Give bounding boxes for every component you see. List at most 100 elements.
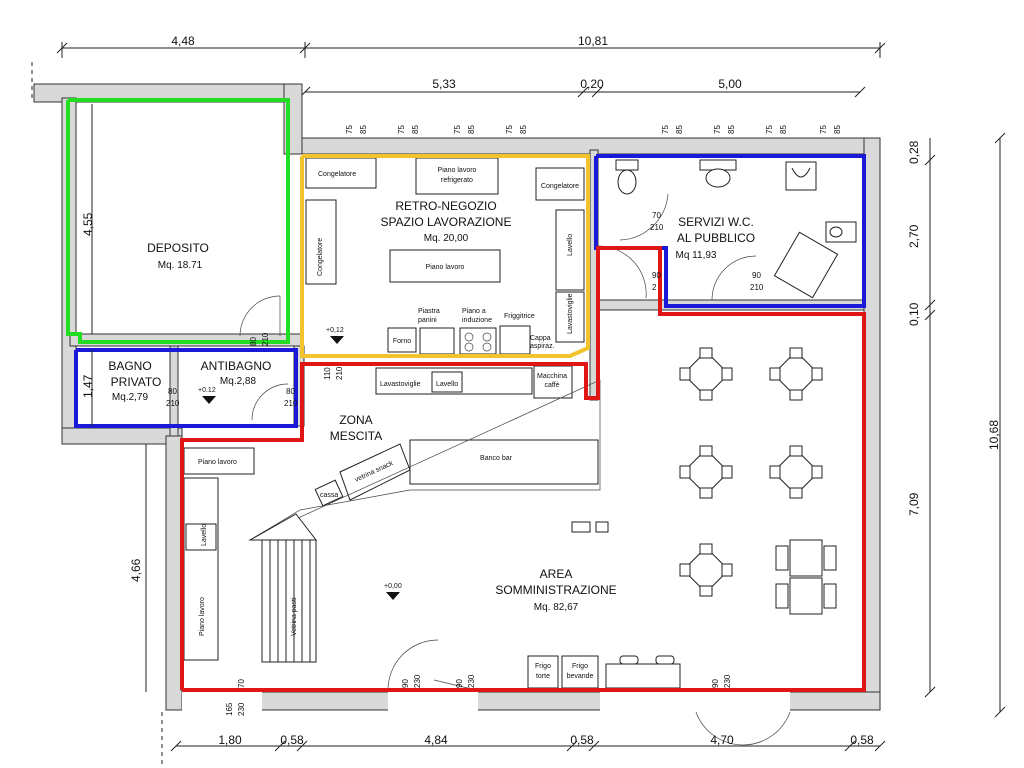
svg-text:85: 85 bbox=[833, 125, 842, 134]
svg-text:165: 165 bbox=[225, 702, 234, 716]
door-swings bbox=[180, 193, 791, 746]
svg-text:85: 85 bbox=[675, 125, 684, 134]
svg-text:80: 80 bbox=[249, 337, 258, 346]
svg-text:210: 210 bbox=[650, 223, 664, 232]
svg-text:Mq. 82,67: Mq. 82,67 bbox=[534, 602, 579, 613]
dim-top-seg2: 0,20 bbox=[580, 77, 604, 91]
zone-outlines bbox=[66, 98, 866, 692]
svg-text:1,80: 1,80 bbox=[218, 733, 242, 747]
fridges: Frigo torte Frigo bevande bbox=[527, 655, 681, 689]
svg-text:0,58: 0,58 bbox=[280, 733, 304, 747]
room-deposito: DEPOSITO bbox=[147, 241, 209, 255]
bottom-dimensions: 1,80 0,58 4,84 0,58 4,70 0,58 bbox=[161, 712, 886, 768]
svg-text:85: 85 bbox=[411, 125, 420, 134]
work-table bbox=[389, 249, 501, 283]
svg-text:230: 230 bbox=[237, 702, 246, 716]
svg-text:Mq. 18.71: Mq. 18.71 bbox=[158, 260, 203, 271]
fryer bbox=[499, 325, 531, 355]
svg-text:90: 90 bbox=[652, 271, 661, 280]
svg-text:75: 75 bbox=[765, 125, 774, 134]
svg-text:2: 2 bbox=[652, 283, 657, 292]
oven bbox=[387, 327, 417, 353]
svg-text:75: 75 bbox=[661, 125, 670, 134]
svg-text:Piano lavoro: Piano lavoro bbox=[438, 167, 477, 174]
freezer-left bbox=[305, 199, 337, 285]
top-dimensions: 4,48 10,81 5,33 0,20 5,00 bbox=[56, 34, 886, 98]
svg-text:90: 90 bbox=[401, 679, 410, 688]
bar-counter: Lavastoviglie Lavello Macchina caffè Ban… bbox=[249, 365, 601, 541]
svg-text:85: 85 bbox=[519, 125, 528, 134]
svg-text:bevande: bevande bbox=[567, 673, 594, 680]
svg-text:Piano a: Piano a bbox=[462, 308, 486, 315]
svg-text:Mq.2,88: Mq.2,88 bbox=[220, 376, 257, 387]
svg-text:SOMMINISTRAZIONE: SOMMINISTRAZIONE bbox=[495, 583, 616, 597]
svg-text:0,10: 0,10 bbox=[907, 302, 921, 326]
svg-text:Macchina: Macchina bbox=[537, 373, 567, 380]
door-labels: 80 210 80 210 80 210 70 210 90 2 90 210 … bbox=[166, 211, 764, 716]
svg-text:4,55: 4,55 bbox=[81, 212, 95, 236]
svg-text:AL PUBBLICO: AL PUBBLICO bbox=[677, 231, 755, 245]
svg-text:75: 75 bbox=[713, 125, 722, 134]
svg-text:SERVIZI W.C.: SERVIZI W.C. bbox=[678, 215, 754, 229]
svg-text:Lavello: Lavello bbox=[567, 234, 574, 256]
svg-text:Mq 11,93: Mq 11,93 bbox=[676, 250, 717, 261]
dim-top-total: 10,81 bbox=[578, 34, 608, 48]
retro-furniture: Congelatore Piano lavoro refrigerato Con… bbox=[305, 157, 585, 355]
toilet-fixtures bbox=[615, 159, 857, 299]
svg-text:ZONA: ZONA bbox=[339, 413, 372, 427]
svg-text:induzione: induzione bbox=[462, 317, 492, 324]
dim-top-left: 4,48 bbox=[171, 34, 195, 48]
svg-text:4,84: 4,84 bbox=[424, 733, 448, 747]
svg-text:0,28: 0,28 bbox=[907, 140, 921, 164]
svg-text:Lavello: Lavello bbox=[436, 381, 458, 388]
svg-text:Piastra: Piastra bbox=[418, 308, 440, 315]
svg-text:210: 210 bbox=[335, 366, 344, 380]
svg-text:+0,00: +0,00 bbox=[384, 583, 402, 590]
svg-text:Friggitrice: Friggitrice bbox=[504, 313, 535, 320]
svg-text:AREA: AREA bbox=[540, 567, 573, 581]
svg-text:0,58: 0,58 bbox=[570, 733, 594, 747]
svg-text:Mq. 20,00: Mq. 20,00 bbox=[424, 233, 469, 244]
tables bbox=[571, 347, 837, 615]
svg-text:7,09: 7,09 bbox=[907, 492, 921, 516]
svg-text:85: 85 bbox=[779, 125, 788, 134]
dishwasher-column bbox=[555, 291, 585, 343]
svg-text:230: 230 bbox=[723, 674, 732, 688]
svg-text:2,70: 2,70 bbox=[907, 224, 921, 248]
svg-text:aspiraz.: aspiraz. bbox=[530, 343, 555, 350]
level-markers: +0,12 +0.12 +0,00 bbox=[198, 327, 402, 600]
svg-text:Forno: Forno bbox=[393, 338, 411, 345]
svg-text:75: 75 bbox=[345, 125, 354, 134]
svg-text:SPAZIO LAVORAZIONE: SPAZIO LAVORAZIONE bbox=[381, 215, 512, 229]
svg-text:90: 90 bbox=[455, 679, 464, 688]
svg-text:70: 70 bbox=[652, 211, 661, 220]
retro-outline bbox=[300, 154, 590, 358]
svg-text:80: 80 bbox=[286, 387, 295, 396]
bagno-outline bbox=[74, 348, 298, 428]
svg-text:Congelatore: Congelatore bbox=[541, 183, 579, 190]
svg-text:Lavello: Lavello bbox=[201, 524, 208, 546]
svg-text:Lavastoviglie: Lavastoviglie bbox=[567, 293, 574, 334]
sink-column bbox=[555, 209, 585, 291]
svg-text:110: 110 bbox=[323, 367, 332, 380]
svg-text:75: 75 bbox=[453, 125, 462, 134]
svg-text:Vetrina pasti: Vetrina pasti bbox=[291, 597, 298, 636]
svg-text:230: 230 bbox=[467, 674, 476, 688]
svg-text:230: 230 bbox=[413, 674, 422, 688]
svg-text:PRIVATO: PRIVATO bbox=[111, 375, 162, 389]
svg-text:Piano lavoro: Piano lavoro bbox=[426, 264, 465, 271]
svg-text:4,66: 4,66 bbox=[129, 558, 143, 582]
svg-text:panini: panini bbox=[418, 317, 437, 324]
svg-text:Congelatore: Congelatore bbox=[318, 171, 356, 178]
room-labels: DEPOSITO Mq. 18.71 RETRO-NEGOZIO SPAZIO … bbox=[108, 199, 755, 613]
svg-text:Piano lavoro: Piano lavoro bbox=[199, 597, 206, 636]
svg-text:RETRO-NEGOZIO: RETRO-NEGOZIO bbox=[395, 199, 496, 213]
svg-text:BAGNO: BAGNO bbox=[108, 359, 151, 373]
dim-top-seg1: 5,33 bbox=[432, 77, 456, 91]
svg-text:Cappa: Cappa bbox=[530, 335, 551, 342]
left-dimensions: 4,55 1,47 4,66 bbox=[31, 62, 147, 692]
svg-text:cassa: cassa bbox=[320, 492, 338, 499]
somministrazione-outline bbox=[180, 246, 866, 692]
svg-text:90: 90 bbox=[752, 271, 761, 280]
